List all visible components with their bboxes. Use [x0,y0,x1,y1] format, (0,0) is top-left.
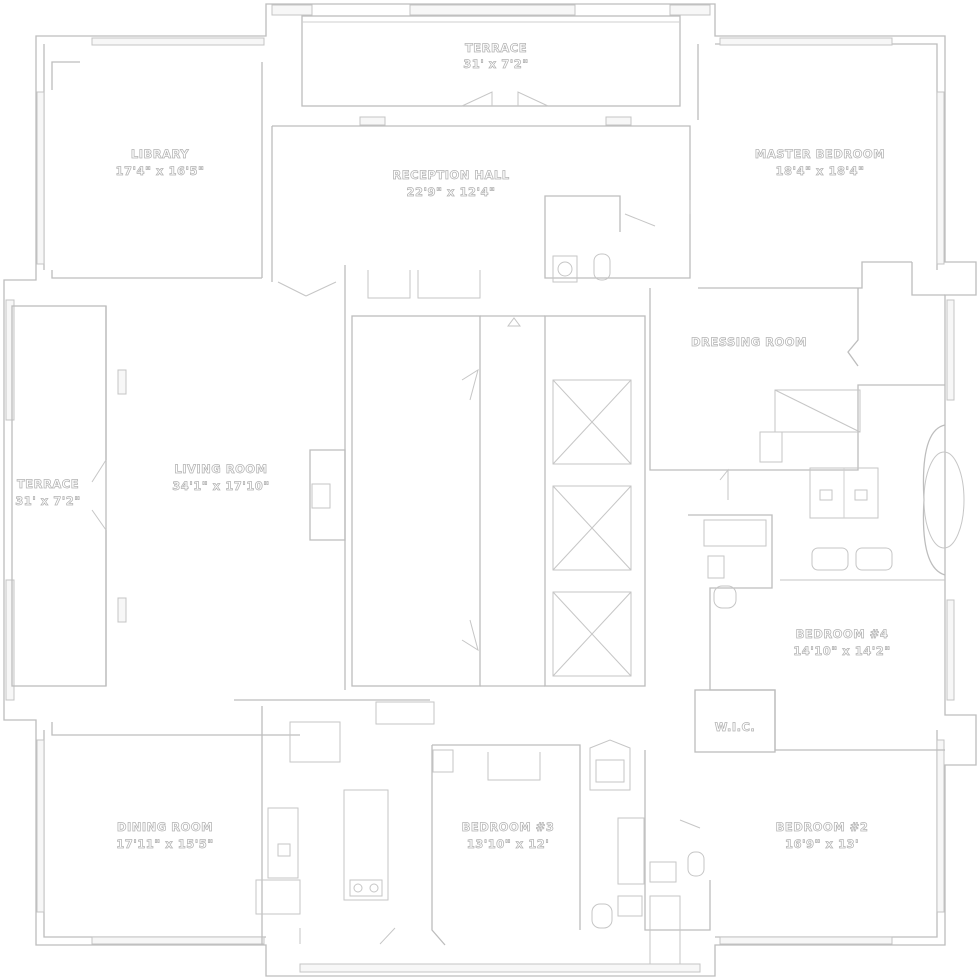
room-dims-bedroom-3: 13'10" x 12' [467,837,549,851]
room-dims-living-room: 34'1" x 17'10" [172,479,269,493]
room-name-bedroom-3: BEDROOM #3 [462,820,555,834]
room-name-reception-hall: RECEPTION HALL [392,168,509,182]
windows [5,37,955,973]
room-name-terrace-top: TERRACE [465,41,527,55]
room-dims-terrace-left: 31' x 7'2" [15,494,80,508]
room-dims-terrace-top: 31' x 7'2" [463,57,528,71]
master-suite-walls [649,44,965,581]
room-dims-reception-hall: 22'9" x 12'4" [407,185,496,199]
bedrooms-south-walls [431,739,711,965]
room-dims-bedroom-4: 14'10" x 14'2" [793,644,890,658]
room-name-library: LIBRARY [131,147,189,161]
terrace-top-area [271,4,711,126]
room-name-wic: W.I.C. [715,720,756,734]
living-terrace-walls [11,305,430,701]
room-dims-master-bedroom: 18'4" x 18'4" [776,164,865,178]
room-dims-bedroom-2: 16'9" x 13' [785,837,859,851]
room-dims-library: 17'4" x 16'5" [116,164,205,178]
bedroom-4-walls [688,468,945,753]
core [351,315,646,687]
room-name-bedroom-4: BEDROOM #4 [796,627,889,641]
room-name-bedroom-2: BEDROOM #2 [776,820,869,834]
room-name-living-room: LIVING ROOM [174,462,267,476]
dining-kitchen-walls [51,701,435,945]
room-name-master-bedroom: MASTER BEDROOM [755,147,885,161]
room-name-dressing-room: DRESSING ROOM [691,335,807,349]
room-dims-dining-room: 17'11" x 15'5" [116,837,213,851]
room-name-terrace-left: TERRACE [17,477,79,491]
room-labels: TERRACE 31' x 7'2" LIBRARY 17'4" x 16'5"… [15,41,891,852]
room-name-dining-room: DINING ROOM [117,820,213,834]
